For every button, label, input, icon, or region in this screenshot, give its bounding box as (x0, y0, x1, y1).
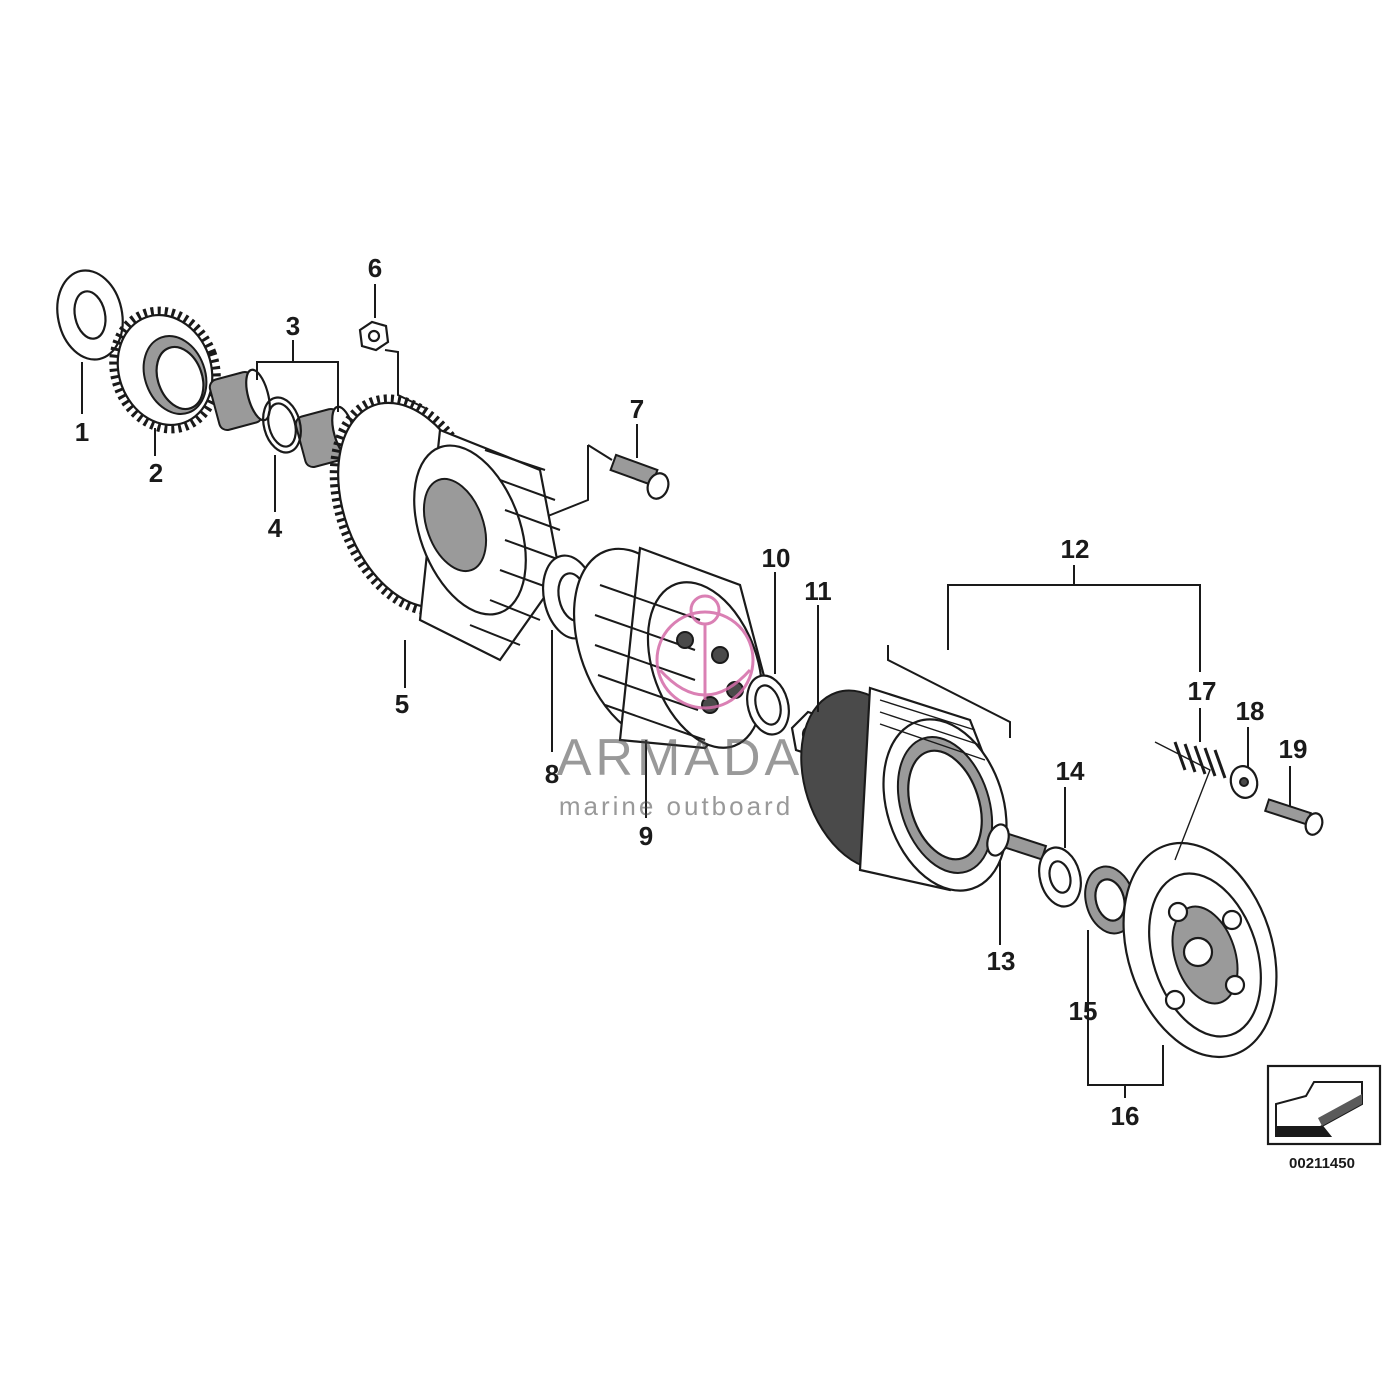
watermark-tagline: marine outboard (559, 791, 793, 821)
callout-14: 14 (1056, 756, 1085, 786)
callout-9: 9 (639, 821, 653, 851)
part-14-lock-washer (1038, 846, 1082, 908)
part-16-pressure-plate (1122, 841, 1278, 1059)
watermark-brand: ARMADA (557, 729, 803, 787)
part-2-driven-gear (109, 306, 221, 434)
part-13-push-piece (986, 823, 1048, 861)
watermark-anchor-icon (655, 594, 755, 710)
arrow-icon (1275, 1081, 1363, 1137)
callout-11: 11 (804, 576, 832, 606)
watermark: ARMADA marine outboard (557, 594, 803, 821)
callout-2: 2 (149, 458, 163, 488)
callout-1: 1 (75, 417, 89, 447)
callout-19: 19 (1279, 734, 1308, 764)
callout-16: 16 (1111, 1101, 1140, 1131)
callout-4: 4 (268, 513, 283, 543)
part-5-clutch-housing (329, 394, 562, 662)
callout-8: 8 (545, 759, 559, 789)
callout-15: 15 (1069, 996, 1098, 1026)
part-10-washer (746, 674, 790, 736)
callout-5: 5 (395, 689, 409, 719)
leader-lines (81, 284, 1291, 1098)
part-17-clutch-spring (1173, 741, 1227, 779)
callout-12: 12 (1061, 534, 1090, 564)
callout-10: 10 (762, 543, 791, 573)
part-18-spring-washer (1229, 765, 1259, 799)
part-4-snap-ring (262, 396, 302, 454)
part-1-thrust-washer (56, 269, 124, 361)
part-12-clutch-plate-pack (800, 686, 1008, 892)
callout-3: 3 (286, 311, 300, 341)
direction-arrow-box (1266, 1064, 1382, 1146)
part-15-release-bearing (1084, 865, 1136, 935)
part-6-nut (358, 320, 390, 352)
callout-17: 17 (1188, 676, 1217, 706)
callout-labels: 1 2 3 4 5 6 7 8 9 10 11 12 13 14 15 16 1… (75, 253, 1308, 1131)
callout-13: 13 (987, 946, 1016, 976)
callout-7: 7 (630, 394, 644, 424)
callout-18: 18 (1236, 696, 1265, 726)
callout-6: 6 (368, 253, 382, 283)
part-19-spring-bolt (1263, 798, 1324, 836)
part-7-bolt (609, 453, 670, 500)
diagram-reference-code: 00211450 (1289, 1155, 1355, 1172)
